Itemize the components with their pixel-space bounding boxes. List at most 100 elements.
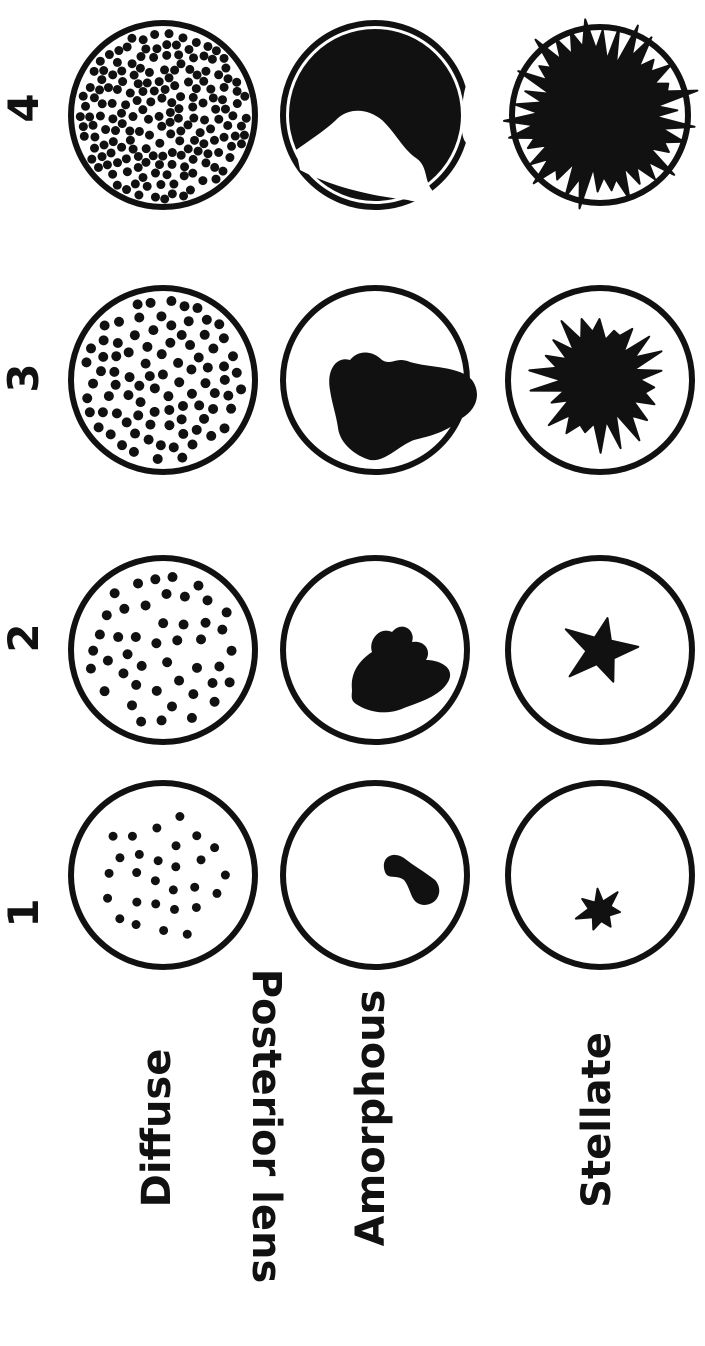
opacity-dot xyxy=(210,163,219,172)
opacity-dot xyxy=(168,189,177,198)
opacity-dot xyxy=(142,342,152,352)
opacity-dot xyxy=(196,634,206,644)
opacity-dot xyxy=(129,145,138,154)
opacity-dot xyxy=(80,132,89,141)
opacity-dot xyxy=(123,649,133,659)
opacity-dot xyxy=(233,99,242,108)
opacity-dot xyxy=(176,126,185,135)
opacity-dot xyxy=(131,680,141,690)
opacity-dot xyxy=(218,95,227,104)
opacity-dot xyxy=(221,105,230,114)
opacity-dot xyxy=(237,122,246,131)
opacity-dot xyxy=(133,96,142,105)
opacity-dot xyxy=(143,182,152,191)
opacity-dot xyxy=(117,440,127,450)
opacity-dot xyxy=(236,384,246,394)
opacity-dot xyxy=(167,98,176,107)
opacity-dot xyxy=(145,68,154,77)
opacity-dot xyxy=(223,391,233,401)
opacity-dot xyxy=(185,45,194,54)
opacity-dot xyxy=(126,89,135,98)
opacity-dot xyxy=(192,425,202,435)
opacity-dot xyxy=(153,454,163,464)
opacity-dot xyxy=(179,620,189,630)
opacity-dot xyxy=(189,114,198,123)
opacity-dot xyxy=(149,151,158,160)
opacity-dot xyxy=(174,676,184,686)
opacity-dot xyxy=(158,152,167,161)
opacity-dot xyxy=(130,330,140,340)
opacity-dot xyxy=(99,335,109,345)
opacity-dot xyxy=(96,112,105,121)
opacity-dot xyxy=(214,319,224,329)
opacity-dot xyxy=(208,404,218,414)
amorphous-blob xyxy=(329,353,477,461)
stellate-star xyxy=(576,889,620,930)
opacity-dot xyxy=(109,832,118,841)
opacity-dot xyxy=(203,595,213,605)
opacity-dot xyxy=(79,122,88,131)
opacity-dot xyxy=(166,118,175,127)
opacity-dot xyxy=(210,136,219,145)
opacity-dot xyxy=(86,343,96,353)
opacity-dot xyxy=(97,75,106,84)
opacity-dot xyxy=(185,340,195,350)
opacity-dot xyxy=(220,375,230,385)
opacity-dot xyxy=(172,635,182,645)
opacity-dot xyxy=(155,112,164,121)
opacity-dot xyxy=(90,93,99,102)
opacity-dot xyxy=(98,352,108,362)
opacity-dot xyxy=(194,147,203,156)
opacity-dot xyxy=(192,38,201,47)
opacity-dot xyxy=(146,97,155,106)
opacity-dot xyxy=(227,646,237,656)
opacity-dot xyxy=(113,338,123,348)
opacity-dot xyxy=(151,638,161,648)
opacity-dot xyxy=(135,127,144,136)
opacity-dot xyxy=(136,397,146,407)
opacity-dot xyxy=(184,78,193,87)
opacity-dot xyxy=(194,400,204,410)
opacity-dot xyxy=(117,66,126,75)
opacity-dot xyxy=(184,316,194,326)
opacity-dot xyxy=(202,315,212,325)
lens-circle xyxy=(283,783,467,967)
opacity-dot xyxy=(108,70,117,79)
opacity-dot xyxy=(98,407,108,417)
opacity-dot xyxy=(200,115,209,124)
opacity-dot xyxy=(128,112,137,121)
opacity-dot xyxy=(96,57,105,66)
opacity-dot xyxy=(85,112,94,121)
opacity-dot xyxy=(174,104,183,113)
opacity-dot xyxy=(118,119,127,128)
opacity-dot xyxy=(214,148,223,157)
opacity-dot xyxy=(157,122,166,131)
opacity-dot xyxy=(105,50,114,59)
opacity-dot xyxy=(192,663,202,673)
opacity-dot xyxy=(174,114,183,123)
opacity-dot xyxy=(188,169,197,178)
opacity-dot xyxy=(82,393,92,403)
opacity-dot xyxy=(203,363,213,373)
opacity-dot xyxy=(103,656,113,666)
opacity-dot xyxy=(187,440,197,450)
opacity-dot xyxy=(242,114,251,123)
opacity-dot xyxy=(184,144,193,153)
opacity-dot xyxy=(151,899,160,908)
opacity-dot xyxy=(201,67,210,76)
opacity-dot xyxy=(130,71,139,80)
opacity-dot xyxy=(240,131,249,140)
opacity-dot xyxy=(166,296,176,306)
opacity-dot xyxy=(200,330,210,340)
opacity-dot xyxy=(123,390,133,400)
opacity-dot xyxy=(194,352,204,362)
opacity-dot xyxy=(214,662,224,672)
opacity-dot xyxy=(220,54,229,63)
opacity-dot xyxy=(109,367,119,377)
opacity-dot xyxy=(231,132,240,141)
opacity-dot xyxy=(128,59,137,68)
opacity-dot xyxy=(130,429,140,439)
opacity-dot xyxy=(121,100,130,109)
row-label-stellate: Stellate xyxy=(574,1032,620,1208)
opacity-dot xyxy=(199,139,208,148)
